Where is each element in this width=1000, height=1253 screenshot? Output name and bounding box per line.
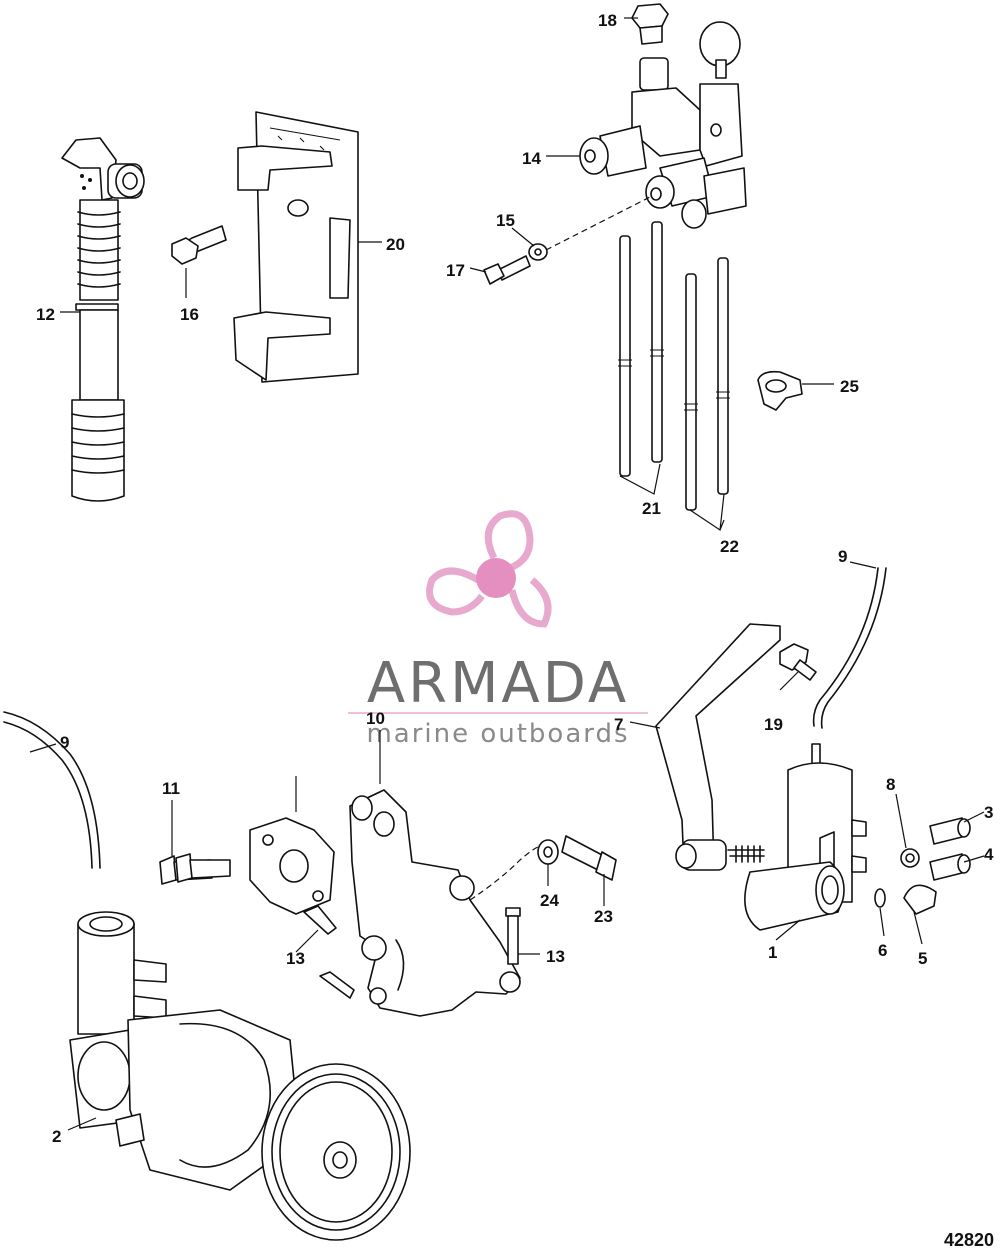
callout-4: 4 bbox=[984, 845, 994, 864]
callout-23: 24 bbox=[540, 891, 559, 910]
part-13-bolt-c bbox=[505, 907, 521, 965]
callout-22: 23 bbox=[594, 907, 613, 926]
callout-6: 6 bbox=[878, 941, 887, 960]
callout-labels: 18 14 15 17 20 16 12 21 22 25 9 9 7 19 1… bbox=[36, 11, 994, 1146]
part-20-rods bbox=[618, 221, 664, 477]
propeller-logo bbox=[426, 510, 552, 628]
callout-17: 18 bbox=[598, 11, 617, 30]
part-16-bolt bbox=[483, 255, 531, 285]
callout-21: 22 bbox=[720, 537, 739, 556]
part-18-bolt bbox=[779, 643, 817, 681]
logo-hub bbox=[476, 558, 516, 598]
part-15-bolt-left bbox=[171, 225, 227, 265]
part-21-rods bbox=[684, 257, 730, 511]
part-1-housing bbox=[744, 743, 867, 931]
part-25-gasket bbox=[249, 817, 335, 915]
callout-20: 21 bbox=[642, 499, 661, 518]
part-15-washer-right bbox=[528, 243, 548, 261]
part-13-bolt-a bbox=[303, 905, 337, 935]
callout-13-left: 13 bbox=[286, 949, 305, 968]
callout-13-right: 13 bbox=[546, 947, 565, 966]
part-13-bolt-b bbox=[319, 971, 355, 999]
part-9-hose-left bbox=[3, 711, 101, 869]
callout-8: 8 bbox=[886, 775, 895, 794]
part-3-fitting bbox=[929, 817, 971, 845]
callout-24: 25 bbox=[840, 377, 859, 396]
part-10-mount-bracket bbox=[349, 789, 521, 1017]
part-7-bracket bbox=[655, 623, 781, 871]
watermark-tagline: marine outboards bbox=[366, 719, 629, 749]
callout-10: 10 bbox=[366, 709, 385, 728]
callout-3: 3 bbox=[984, 803, 993, 822]
callout-1: 1 bbox=[768, 943, 777, 962]
callout-9-right: 9 bbox=[838, 547, 847, 566]
part-4-fitting bbox=[929, 853, 971, 881]
part-8-nut bbox=[900, 848, 920, 868]
part-9-hose-left-edge bbox=[3, 721, 93, 869]
callout-11: 11 bbox=[162, 779, 180, 798]
part-6-oring bbox=[874, 888, 886, 908]
part-23-washer bbox=[537, 839, 559, 865]
armada-watermark: ARMADA marine outboards bbox=[348, 510, 648, 749]
part-9-hose-right bbox=[812, 567, 879, 727]
callout-18: 19 bbox=[764, 715, 783, 734]
logo-blade-top bbox=[484, 510, 534, 572]
callout-15-right: 15 bbox=[496, 211, 515, 230]
callout-5: 5 bbox=[918, 949, 927, 968]
watermark-name: ARMADA bbox=[367, 651, 629, 716]
callout-2: 2 bbox=[52, 1127, 61, 1146]
part-24-clip bbox=[757, 370, 803, 411]
callout-9-left: 9 bbox=[60, 733, 69, 752]
part-17-nut bbox=[631, 3, 669, 45]
leader-lines bbox=[29, 17, 985, 1131]
part-2-water-pump bbox=[69, 911, 411, 1241]
part-9-hose-right-edge bbox=[820, 567, 887, 729]
callout-14: 14 bbox=[522, 149, 541, 168]
part-14-valve-assembly bbox=[579, 21, 747, 229]
callout-12: 12 bbox=[36, 305, 55, 324]
part-22-bolt bbox=[561, 835, 617, 881]
logo-blade-left bbox=[426, 567, 485, 616]
callout-7: 7 bbox=[614, 715, 623, 734]
logo-blade-right bbox=[508, 577, 552, 628]
callout-19: 20 bbox=[386, 235, 405, 254]
figure-number: 42820 bbox=[944, 1230, 994, 1250]
part-19-bracket-plate bbox=[233, 111, 359, 383]
part-12-hose-tube bbox=[61, 137, 145, 502]
part-11-bolts bbox=[159, 853, 231, 885]
callout-15-left: 16 bbox=[180, 305, 199, 324]
callout-16: 17 bbox=[446, 261, 465, 280]
part-5-plug bbox=[903, 884, 937, 915]
